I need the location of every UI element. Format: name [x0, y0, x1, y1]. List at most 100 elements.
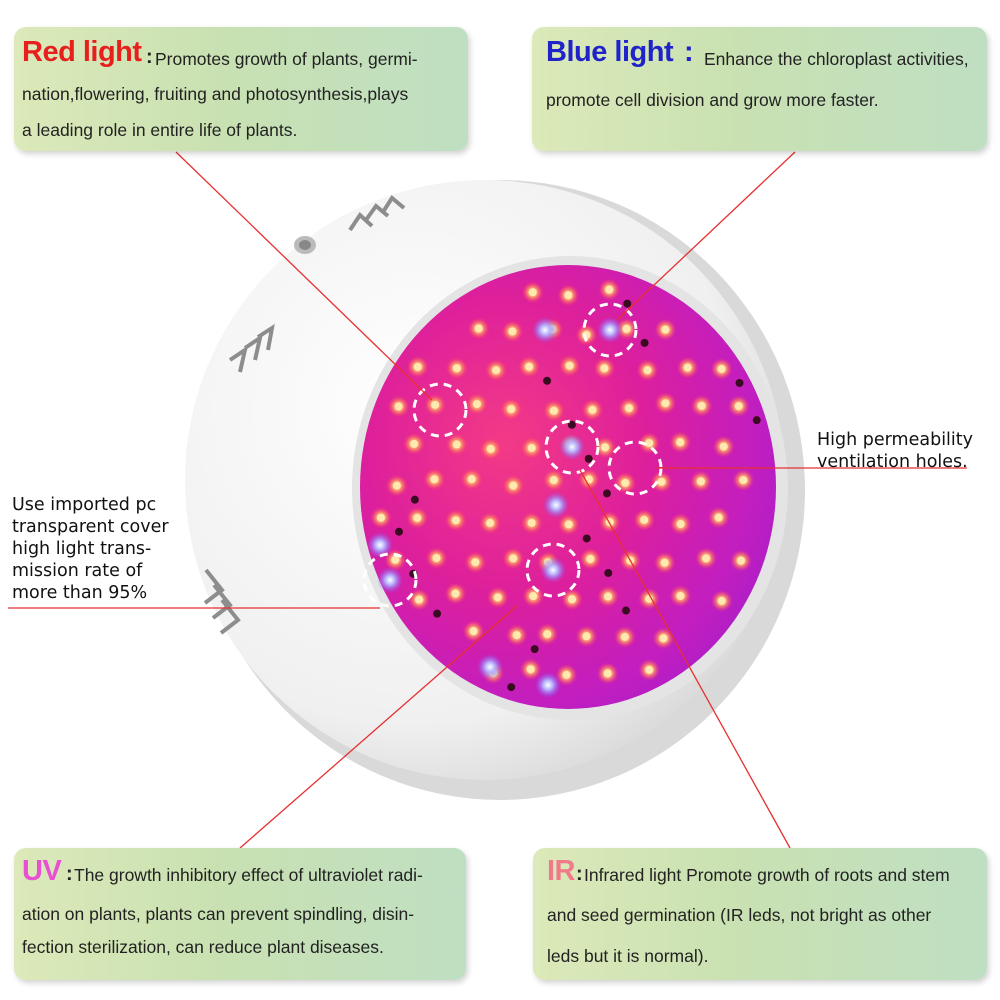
red-led-core	[410, 439, 419, 448]
red-led-core	[486, 519, 495, 528]
ventilation-hole	[752, 416, 761, 425]
red-led-core	[604, 592, 613, 601]
ventilation-hole	[543, 376, 552, 385]
red-led-core	[413, 513, 422, 522]
red-led-core	[661, 325, 670, 334]
cover-label: Use imported pc transparent cover high l…	[12, 494, 169, 604]
cover-label-line-3: high light trans-	[12, 539, 152, 559]
red-led-core	[676, 591, 685, 600]
red-led-core	[508, 327, 517, 336]
red-led-core	[492, 366, 501, 375]
red-led-core	[528, 288, 537, 297]
ventilation-hole	[394, 527, 403, 536]
blue-led	[535, 672, 561, 698]
red-led-core	[659, 634, 668, 643]
red-led-core	[719, 442, 728, 451]
cover-label-line-2: transparent cover	[12, 517, 169, 537]
red-led-core	[512, 631, 521, 640]
red-led-core	[696, 477, 705, 486]
ir-line-3: leds but it is normal).	[547, 946, 709, 966]
red-led-core	[509, 481, 518, 490]
ventilation-hole	[584, 454, 593, 463]
red-led-core	[588, 405, 597, 414]
red-led-core	[430, 475, 439, 484]
red-led-core	[471, 558, 480, 567]
ventilation-hole	[622, 606, 631, 615]
red-led-core	[645, 665, 654, 674]
red-led-core	[432, 554, 441, 563]
red-light-line-2: nation,flowering, fruiting and photosynt…	[22, 84, 409, 104]
blue-led	[559, 434, 585, 460]
red-led-core	[736, 556, 745, 565]
ventilation-hole	[640, 338, 649, 347]
red-light-colon: :	[146, 46, 153, 68]
red-led-core	[526, 665, 535, 674]
red-led-core	[431, 400, 440, 409]
uv-heading: UV	[22, 855, 62, 887]
ventilation-hole	[567, 420, 576, 429]
ventilation-hole	[530, 645, 539, 654]
red-led-core	[451, 589, 460, 598]
red-led-core	[549, 476, 558, 485]
blue-led	[597, 317, 623, 343]
red-led-core	[376, 513, 385, 522]
red-led-core	[564, 291, 573, 300]
red-led-core	[697, 401, 706, 410]
red-led-core	[452, 440, 461, 449]
leader-lines	[8, 151, 967, 849]
ventilation-label-line-2: ventilation holes.	[817, 452, 968, 472]
ir-info-box: IR : Infrared light Promote growth of ro…	[533, 848, 987, 980]
red-led-core	[543, 630, 552, 639]
red-led-core	[660, 558, 669, 567]
red-led-core	[474, 324, 483, 333]
red-led-core	[451, 516, 460, 525]
red-led-core	[527, 443, 536, 452]
red-led-core	[507, 405, 516, 414]
blue-led	[377, 567, 403, 593]
blue-led	[543, 492, 569, 518]
red-led-core	[564, 520, 573, 529]
red-light-heading: Red light	[22, 36, 142, 68]
ir-line-1: Infrared light Promote growth of roots a…	[584, 865, 950, 885]
red-led-core	[702, 554, 711, 563]
ventilation-hole	[433, 609, 442, 618]
blue-light-heading: Blue light	[546, 36, 674, 68]
red-led-core	[683, 363, 692, 372]
red-led-core	[525, 362, 534, 371]
red-led-core	[622, 324, 631, 333]
ventilation-hole	[582, 534, 591, 543]
red-led-core	[714, 513, 723, 522]
cover-label-line-1: Use imported pc	[12, 495, 157, 515]
power-jack-icon	[294, 236, 316, 254]
cover-label-line-4: mission rate of	[12, 561, 143, 581]
red-led-core	[391, 555, 400, 564]
red-led-core	[472, 400, 481, 409]
side-vent-arrows	[203, 195, 406, 635]
ventilation-hole	[623, 299, 632, 308]
red-led-core	[527, 518, 536, 527]
red-led-core	[509, 554, 518, 563]
red-led-core	[657, 477, 666, 486]
red-led-core	[469, 627, 478, 636]
red-led-core	[621, 478, 630, 487]
red-led-core	[467, 475, 476, 484]
uv-line-3: fection sterilization, can reduce plant …	[22, 937, 384, 957]
red-led-core	[601, 443, 610, 452]
blue-light-line-2: promote cell division and grow more fast…	[546, 90, 879, 110]
ventilation-hole	[735, 378, 744, 387]
blue-light-line-1: Enhance the chloroplast activities,	[704, 49, 969, 69]
red-led-core	[392, 481, 401, 490]
ventilation-label: High permeability ventilation holes.	[817, 429, 973, 473]
ventilation-hole	[507, 683, 516, 692]
red-led-core	[562, 670, 571, 679]
ventilation-hole	[604, 568, 613, 577]
ir-line-2: and seed germination (IR leds, not brigh…	[547, 905, 932, 925]
red-led-core	[640, 515, 649, 524]
red-led-core	[661, 399, 670, 408]
red-light-line-3: a leading role in entire life of plants.	[22, 120, 298, 140]
red-light-line-1: Promotes growth of plants, germi-	[155, 49, 418, 69]
red-led-core	[676, 438, 685, 447]
blue-led	[367, 532, 393, 558]
ir-heading: IR	[547, 855, 576, 887]
